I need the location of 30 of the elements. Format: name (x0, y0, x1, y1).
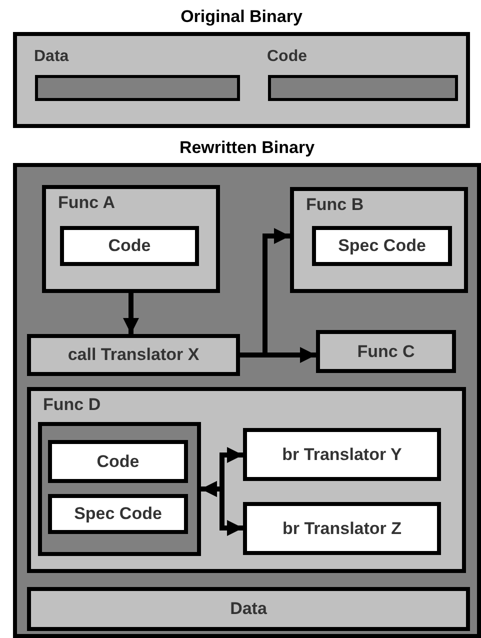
branch-box (243, 502, 441, 555)
function-box (316, 330, 456, 373)
label: Spec Code (73, 504, 163, 524)
function-box (290, 187, 468, 293)
data-box (27, 587, 470, 631)
label: br Translator Y (281, 444, 403, 464)
heading: Data (34, 48, 69, 66)
call-box (27, 334, 240, 376)
heading: Func B (306, 195, 364, 215)
block-box (38, 422, 201, 556)
heading: Code (267, 48, 307, 66)
label: Data (229, 599, 268, 619)
branch-box (243, 428, 441, 481)
code-box (60, 226, 199, 266)
heading: Func A (58, 193, 115, 213)
code-box (48, 494, 188, 534)
code-box (48, 440, 188, 483)
label: call Translator X (66, 345, 200, 365)
arrow (123, 293, 139, 334)
function-box (42, 185, 220, 293)
label: Code (96, 452, 140, 472)
label: br Translator Z (281, 518, 403, 538)
heading: Rewritten Binary (178, 138, 316, 158)
code-box (312, 226, 452, 266)
label: Code (107, 236, 152, 256)
function-box (27, 387, 466, 573)
heading: Func D (43, 395, 101, 415)
heading: Original Binary (180, 7, 304, 27)
label: Spec Code (337, 236, 427, 256)
label: Func C (356, 342, 416, 362)
